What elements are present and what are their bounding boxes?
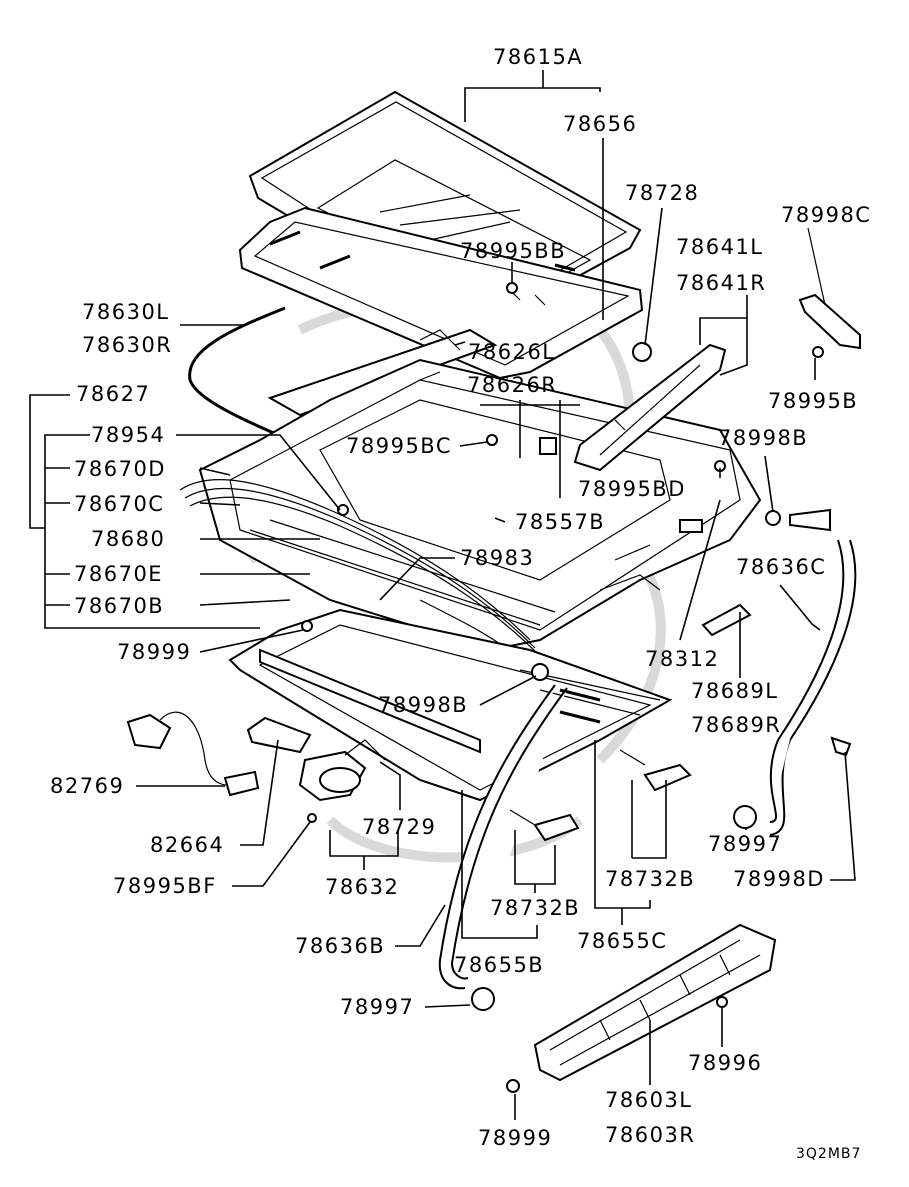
label-78636c: 78636C [736,555,826,579]
label-78630l: 78630L [82,300,170,324]
label-82664: 82664 [150,833,224,857]
side-bracket [573,343,727,472]
label-78557b: 78557B [515,510,605,534]
label-78732b-right: 78732B [605,867,695,891]
wire-harness [126,711,260,797]
label-78670e: 78670E [74,562,163,586]
label-78998b-lower: 78998B [378,693,468,717]
label-78689r: 78689R [691,713,781,737]
drip-rail [267,328,498,417]
label-78689l: 78689L [691,679,779,703]
label-78997-right: 78997 [708,832,782,856]
label-78983: 78983 [460,546,534,570]
slider-parts [509,603,752,842]
label-78999-upper: 78999 [117,640,191,664]
leader-lines [29,70,856,1120]
diagram-code: 3Q2MB7 [796,1146,861,1162]
label-78996: 78996 [688,1051,762,1075]
switch-relay [246,716,312,754]
label-78680: 78680 [91,527,165,551]
label-78995b: 78995B [768,389,858,413]
fasteners [301,282,852,1093]
label-78670c: 78670C [74,492,164,516]
label-78995bd: 78995BD [578,477,686,501]
label-78655c: 78655C [577,929,667,953]
label-78995bc: 78995BC [346,434,452,458]
label-78615a: 78615A [493,45,583,69]
label-78670b: 78670B [74,594,164,618]
label-78729: 78729 [362,815,436,839]
motor-assembly [298,739,386,802]
label-78998c: 78998C [781,203,871,227]
label-78998d: 78998D [733,867,825,891]
label-78312: 78312 [645,647,719,671]
part-labels: 78615A 78656 78728 78998C 78995BB 78641L… [50,45,871,1162]
label-78728: 78728 [625,181,699,205]
label-78954: 78954 [91,423,165,447]
label-78626l: 78626L [468,340,556,364]
label-78732b-left: 78732B [490,896,580,920]
label-78656: 78656 [563,112,637,136]
label-78626r: 78626R [467,373,557,397]
label-78995bb: 78995BB [460,239,566,263]
lower-frame [228,608,673,802]
label-78630r: 78630R [82,333,172,357]
label-78999-lower: 78999 [478,1126,552,1150]
guide-rail [533,923,777,1082]
label-78627: 78627 [76,382,150,406]
label-78670d: 78670D [74,457,166,481]
label-78603l: 78603L [605,1088,693,1112]
label-82769: 82769 [50,774,124,798]
drain-hoses [438,508,857,990]
bracket-78998c [798,227,861,350]
label-78641l: 78641L [676,235,764,259]
label-78995bf: 78995BF [113,874,217,898]
label-78603r: 78603R [605,1123,695,1147]
label-78655b: 78655B [454,953,544,977]
label-78641r: 78641R [676,271,766,295]
label-78997-left: 78997 [340,995,414,1019]
glass-frame [238,206,644,380]
label-78998b-upper: 78998B [718,426,808,450]
label-78632: 78632 [325,875,399,899]
label-78636b: 78636B [295,934,385,958]
